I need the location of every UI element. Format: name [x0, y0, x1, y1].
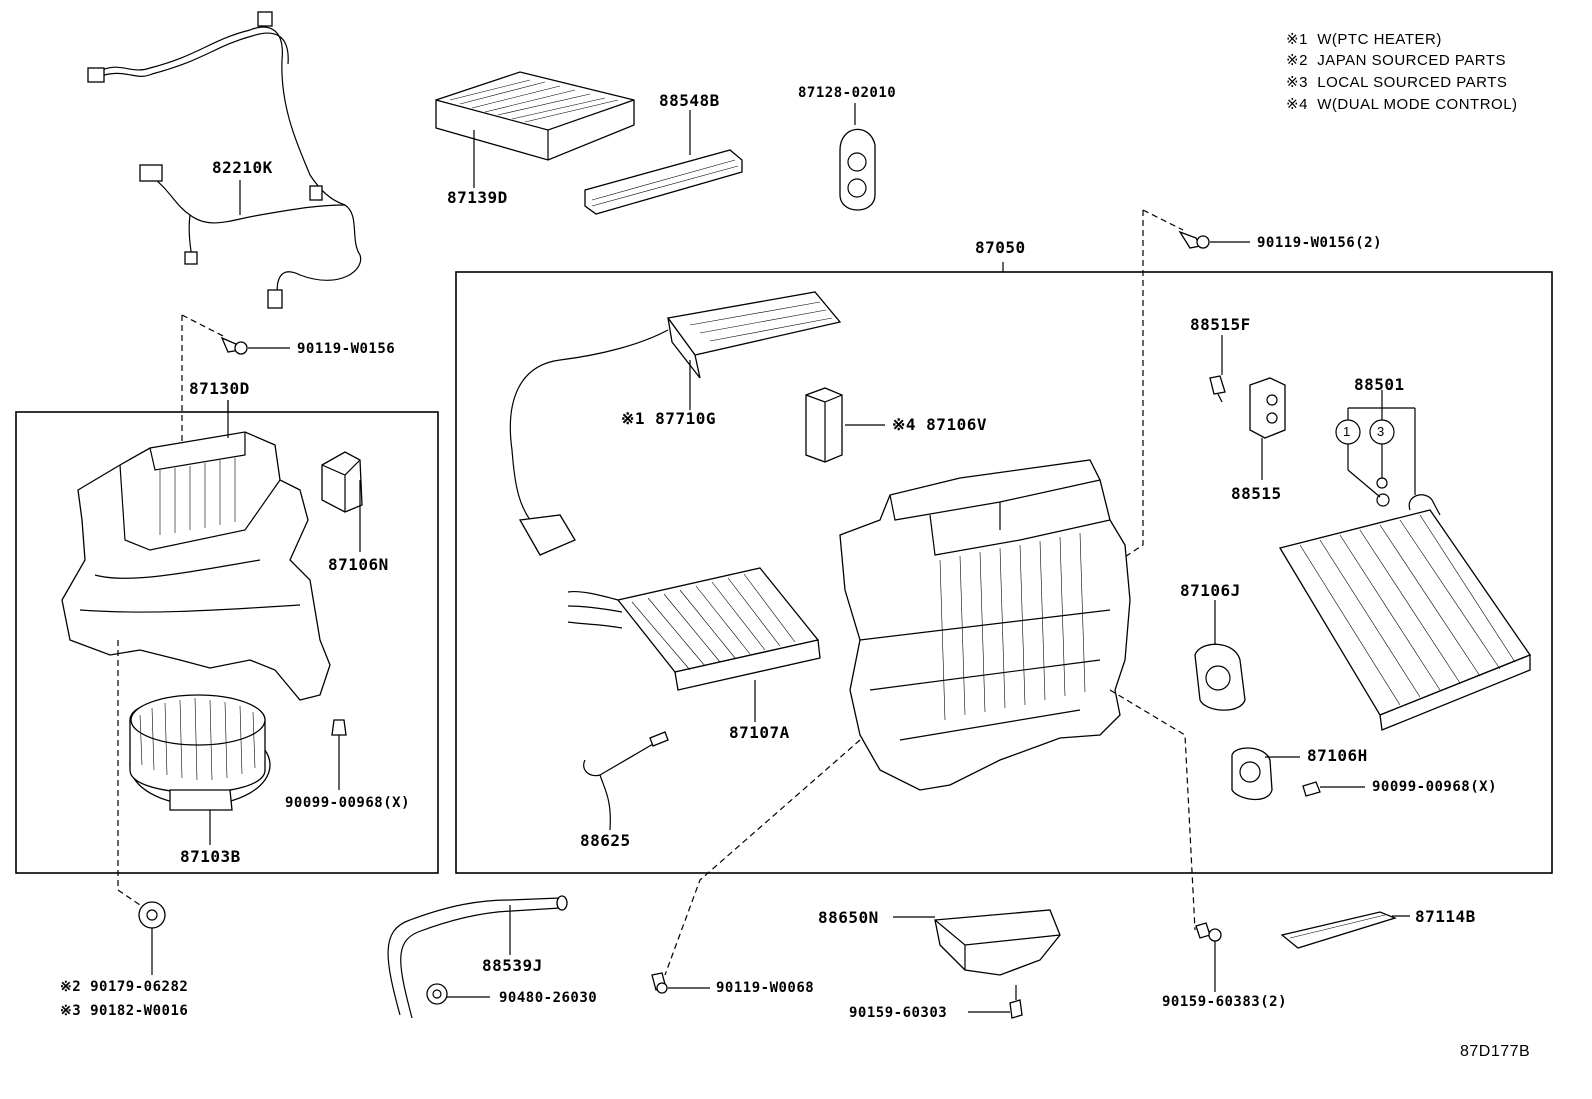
circle-label-1: 1: [1343, 424, 1351, 439]
label-87130d: 87130D: [189, 379, 250, 398]
servo-87106n: [321, 451, 363, 552]
note-3: ※3 LOCAL SOURCED PARTS: [1286, 74, 1508, 91]
label-87107a: 87107A: [729, 723, 790, 742]
heater-unit-87050: [664, 459, 1196, 976]
blower-case-87130d: [61, 400, 331, 701]
label-90099-left: 90099-00968(X): [285, 795, 411, 811]
label-88501: 88501: [1354, 375, 1405, 394]
label-90159-60383: 90159-60383(2): [1162, 994, 1288, 1010]
bolt-88515f: [1209, 335, 1226, 403]
duct-87114b: [1280, 911, 1410, 949]
panel-88548b: [584, 110, 743, 215]
evaporator-88501: [1278, 390, 1531, 731]
label-90119-w0156: 90119-W0156: [297, 341, 396, 357]
label-90119-w0156-2: 90119-W0156(2): [1257, 235, 1383, 251]
label-87106v: ※4 87106V: [892, 415, 987, 434]
label-88515: 88515: [1231, 484, 1282, 503]
grommet-90480: [426, 983, 490, 1005]
expansion-valve-88515: [1249, 377, 1286, 480]
label-87050: 87050: [975, 238, 1026, 257]
heater-core-87107a: [567, 567, 821, 722]
hose-88539j: [387, 895, 568, 1019]
label-90119-w0068: 90119-W0068: [716, 980, 815, 996]
label-87139d: 87139D: [447, 188, 508, 207]
note-4: ※4 W(DUAL MODE CONTROL): [1286, 96, 1518, 113]
label-87114b: 87114B: [1415, 907, 1476, 926]
servo-87106j: [1194, 600, 1246, 711]
blower-group-box: [15, 411, 439, 874]
label-88625: 88625: [580, 831, 631, 850]
grommet-90179: [117, 640, 166, 975]
filter-87139d: [435, 71, 635, 188]
label-87103b: 87103B: [180, 847, 241, 866]
diagram-code: 87D177B: [1460, 1043, 1531, 1060]
screw-90099-right: [1302, 781, 1365, 797]
label-90159-60303: 90159-60303: [849, 1005, 948, 1021]
label-88548b: 88548B: [659, 91, 720, 110]
label-90182: ※3 90182-W0016: [60, 1003, 189, 1019]
label-82210k: 82210K: [212, 158, 273, 177]
label-87106h: 87106H: [1307, 746, 1368, 765]
label-88515f: 88515F: [1190, 315, 1251, 334]
ecu-88650n: [893, 909, 1061, 1019]
label-90480: 90480-26030: [499, 990, 598, 1006]
note-2: ※2 JAPAN SOURCED PARTS: [1286, 52, 1506, 69]
servo-87106h: [1231, 747, 1300, 801]
label-87106j: 87106J: [1180, 581, 1241, 600]
label-88539j: 88539J: [482, 956, 543, 975]
label-90179: ※2 90179-06282: [60, 979, 189, 995]
label-90099-right: 90099-00968(X): [1372, 779, 1498, 795]
screw-90119-w0156-2: [1119, 209, 1250, 561]
heater-group-box: [455, 271, 1553, 874]
label-87710g: ※1 87710G: [621, 409, 716, 428]
screw-90119-w0068: [651, 972, 710, 994]
wire-harness-82210k: [87, 11, 362, 309]
screw-90099-left: [331, 719, 347, 790]
grommet-87128: [839, 103, 876, 211]
label-88650n: 88650N: [818, 908, 879, 927]
blower-motor-87103b: [129, 694, 271, 845]
screw-90159-60383: [1195, 922, 1222, 992]
circle-label-3: 3: [1377, 424, 1385, 439]
servo-87106v: [805, 387, 885, 463]
ptc-heater-87710g: [509, 291, 842, 556]
sensor-88625: [583, 731, 669, 831]
label-87128-02010: 87128-02010: [798, 85, 897, 101]
note-1: ※1 W(PTC HEATER): [1286, 31, 1442, 48]
label-87106n: 87106N: [328, 555, 389, 574]
